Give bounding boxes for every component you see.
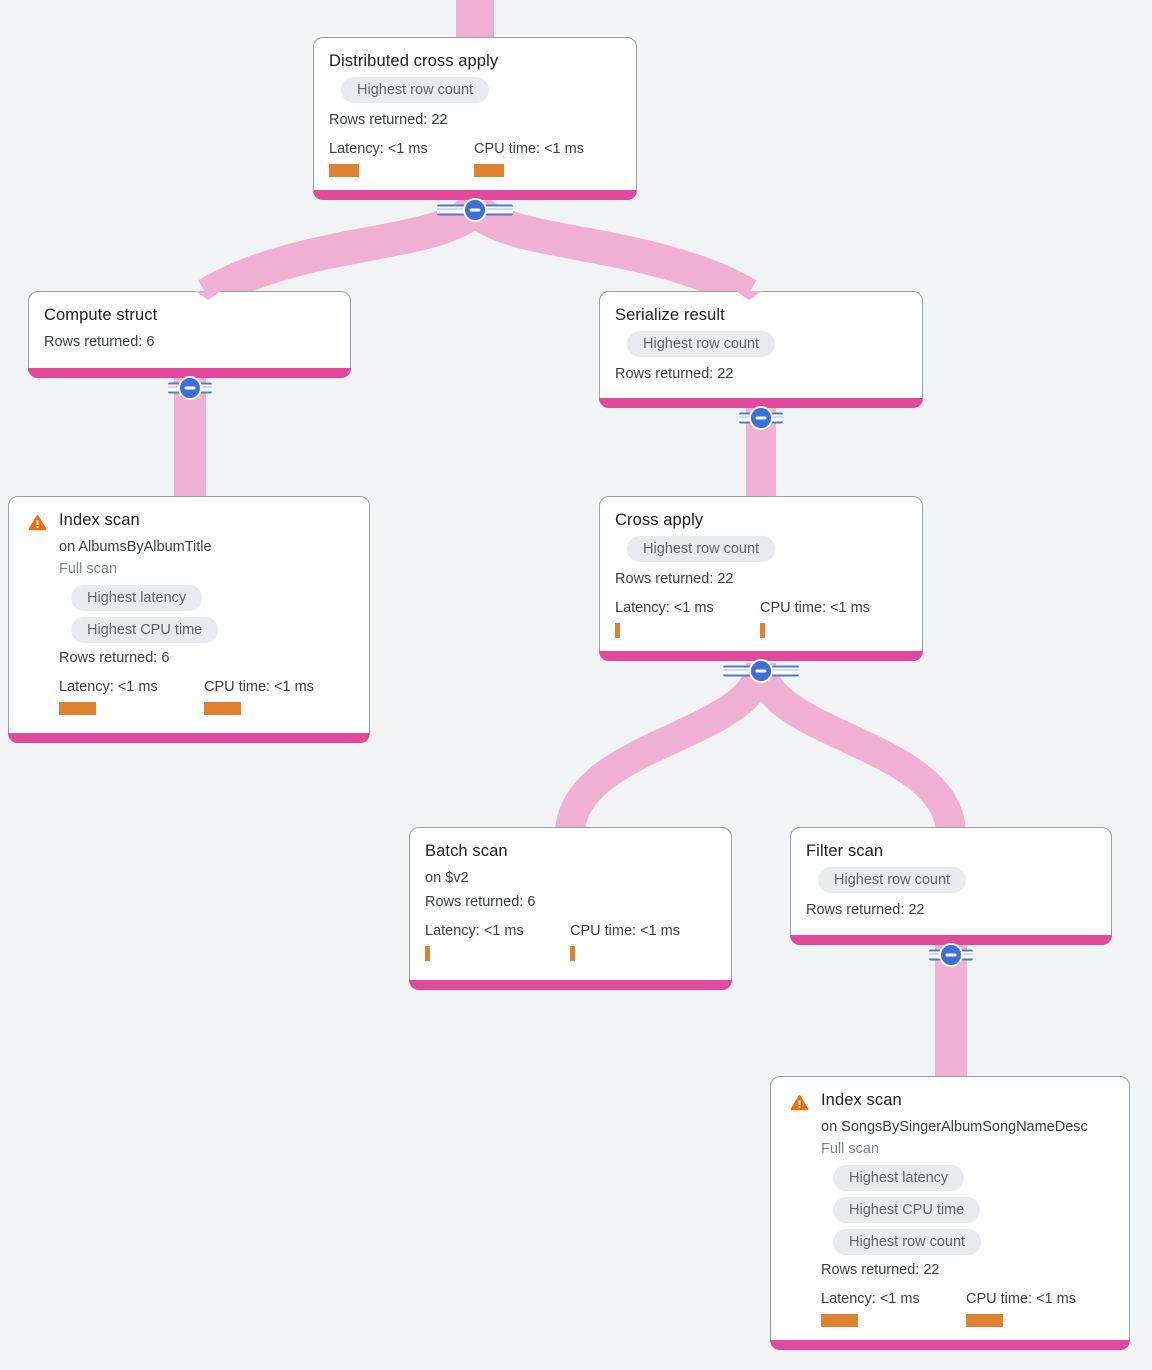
highest-row-count-badge: Highest row count (627, 331, 776, 357)
node-title: Compute struct (44, 306, 158, 324)
latency-bar (425, 946, 430, 961)
plan-node-filter-scan[interactable]: Filter scan Highest row count Rows retur… (790, 827, 1112, 967)
full-scan-text: Full scan (59, 561, 118, 577)
node-footer-bar (599, 651, 923, 661)
plan-node-cross-apply[interactable]: Cross apply Highest row count Rows retur… (599, 496, 923, 683)
node-title: Index scan (821, 1091, 902, 1109)
scan-target-text: on $v2 (425, 870, 469, 886)
cpu-time-bar (760, 623, 765, 638)
collapse-button[interactable] (177, 376, 202, 400)
minus-icon (184, 386, 195, 390)
cpu-time-bar (966, 1314, 1003, 1327)
highest-row-count-badge: Highest row count (818, 867, 967, 893)
plan-node-serialize-result[interactable]: Serialize result Highest row count Rows … (599, 291, 923, 430)
highest-latency-badge: Highest latency (71, 585, 203, 611)
cpu-time-label: CPU time: <1 ms (204, 679, 314, 695)
warning-icon (790, 1095, 809, 1111)
metrics-row: Latency: <1 ms CPU time: <1 ms (329, 139, 620, 177)
plan-node-compute-struct[interactable]: Compute struct Rows returned: 6 (28, 291, 351, 400)
latency-bar (821, 1314, 858, 1327)
index-name-text: on AlbumsByAlbumTitle (59, 539, 212, 555)
warning-icon (28, 515, 47, 531)
node-footer-bar (599, 398, 923, 408)
highest-row-count-badge: Highest row count (341, 77, 490, 103)
rows-returned-text: Rows returned: 6 (59, 650, 170, 666)
plan-node-batch-scan[interactable]: Batch scan on $v2 Rows returned: 6 Laten… (409, 827, 732, 990)
node-footer-bar (28, 368, 351, 378)
latency-bar (615, 623, 620, 638)
highest-cpu-time-badge: Highest CPU time (833, 1197, 981, 1223)
rows-returned-text: Rows returned: 22 (615, 366, 734, 382)
plan-node-distributed-cross-apply[interactable]: Distributed cross apply Highest row coun… (313, 37, 637, 222)
latency-label: Latency: <1 ms (59, 679, 158, 695)
latency-label: Latency: <1 ms (425, 923, 524, 939)
rows-returned-text: Rows returned: 22 (615, 571, 734, 587)
node-footer-bar (8, 733, 370, 743)
node-title: Serialize result (615, 306, 725, 324)
collapse-button[interactable] (749, 406, 773, 430)
rows-returned-text: Rows returned: 6 (425, 894, 536, 910)
collapse-button[interactable] (463, 198, 487, 222)
latency-label: Latency: <1 ms (821, 1291, 920, 1307)
plan-node-index-scan-albums[interactable]: Index scan on AlbumsByAlbumTitle Full sc… (8, 496, 370, 743)
minus-icon (755, 416, 767, 420)
edge-arrow-tip (736, 291, 762, 300)
edge-arrow-tip (195, 291, 221, 300)
highest-row-count-badge: Highest row count (627, 536, 776, 562)
node-title: Index scan (59, 511, 140, 529)
node-title: Filter scan (806, 842, 884, 860)
edge-dca-to-serialize-result (461, 195, 757, 310)
rows-returned-text: Rows returned: 22 (329, 112, 448, 128)
latency-bar (59, 702, 96, 715)
cpu-time-bar (474, 164, 504, 177)
rows-returned-text: Rows returned: 22 (806, 902, 925, 918)
metrics-row: Latency: <1 ms CPU time: <1 ms (425, 921, 715, 961)
cpu-time-bar (570, 946, 575, 961)
edge-dca-to-compute-struct (198, 195, 489, 310)
highest-latency-badge: Highest latency (833, 1165, 965, 1191)
latency-bar (329, 164, 359, 177)
rows-returned-text: Rows returned: 22 (821, 1262, 940, 1278)
node-title: Distributed cross apply (329, 52, 499, 70)
cpu-time-bar (204, 702, 241, 715)
node-footer-bar (409, 980, 732, 990)
collapse-button[interactable] (939, 943, 963, 967)
latency-label: Latency: <1 ms (329, 141, 428, 157)
metrics-row: Latency: <1 ms CPU time: <1 ms (59, 677, 353, 715)
edge-cross-apply-to-batch-scan (555, 661, 776, 837)
highest-row-count-badge: Highest row count (833, 1229, 982, 1255)
cpu-time-label: CPU time: <1 ms (570, 923, 680, 939)
rows-returned-text: Rows returned: 6 (44, 334, 155, 350)
minus-icon (945, 953, 957, 957)
cpu-time-label: CPU time: <1 ms (760, 600, 870, 616)
node-footer-bar (790, 935, 1112, 945)
node-footer-bar (770, 1340, 1130, 1350)
cpu-time-label: CPU time: <1 ms (474, 141, 584, 157)
metrics-row: Latency: <1 ms CPU time: <1 ms (615, 598, 906, 638)
cpu-time-label: CPU time: <1 ms (966, 1291, 1076, 1307)
edge-cross-apply-to-filter-scan (746, 661, 966, 837)
metrics-row: Latency: <1 ms CPU time: <1 ms (821, 1289, 1113, 1327)
highest-cpu-time-badge: Highest CPU time (71, 617, 219, 643)
minus-icon (755, 669, 767, 673)
minus-icon (469, 208, 481, 212)
latency-label: Latency: <1 ms (615, 600, 714, 616)
node-footer-bar (313, 190, 637, 200)
index-name-text: on SongsBySingerAlbumSongNameDesc (821, 1119, 1088, 1135)
node-title: Cross apply (615, 511, 704, 529)
full-scan-text: Full scan (821, 1141, 880, 1157)
plan-node-index-scan-songs[interactable]: Index scan on SongsBySingerAlbumSongName… (770, 1076, 1130, 1350)
collapse-button[interactable] (749, 659, 773, 683)
node-title: Batch scan (425, 842, 508, 860)
